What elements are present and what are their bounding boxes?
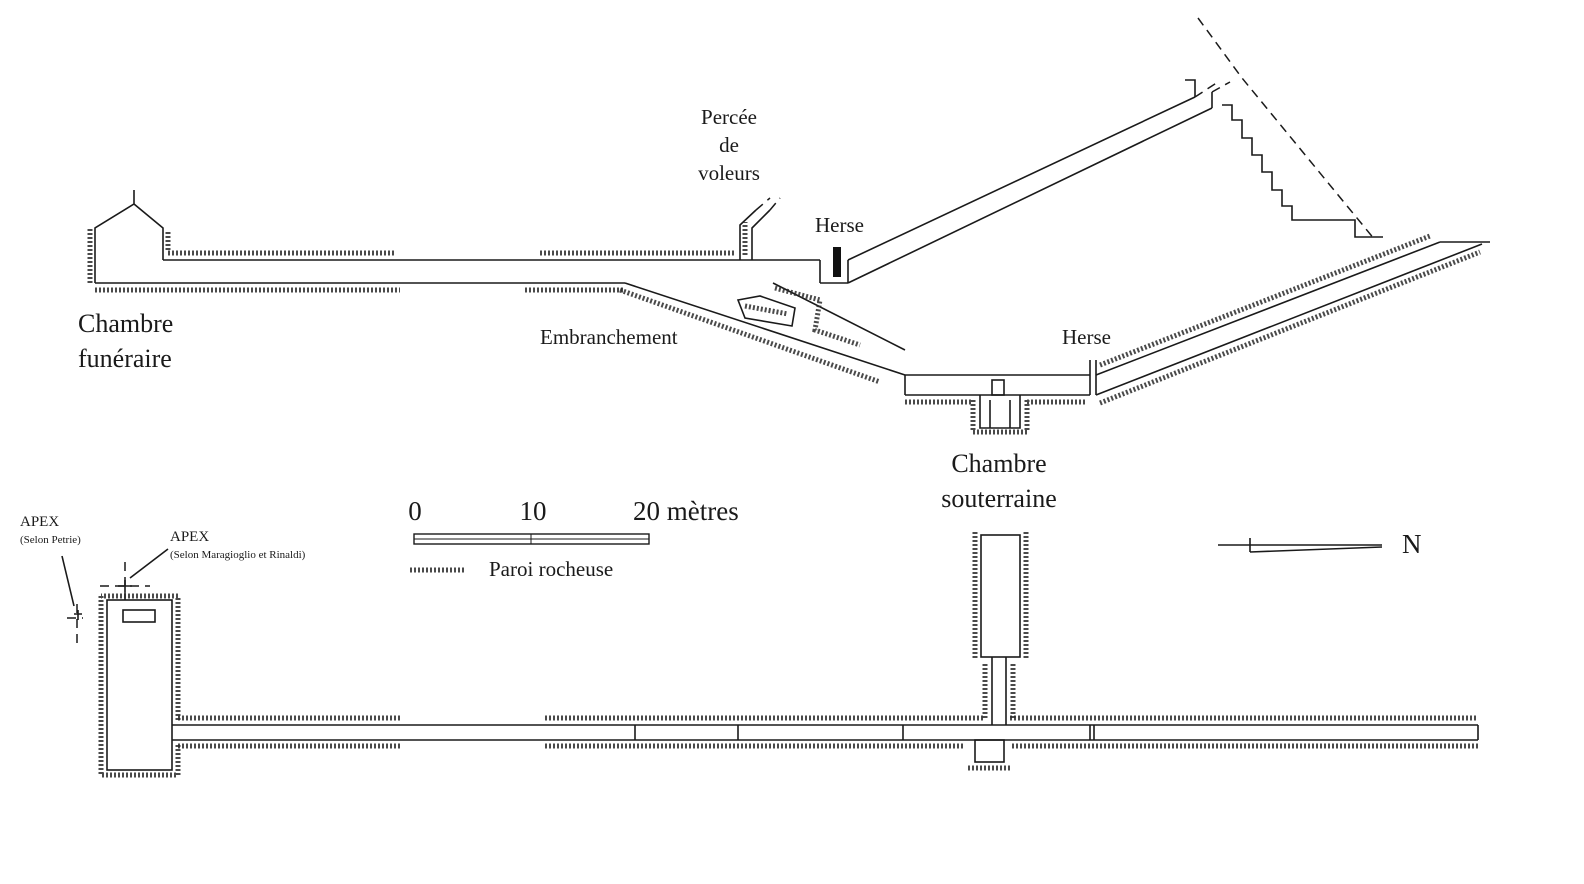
lower-entrance-corridor bbox=[1095, 233, 1490, 406]
thieves-breach bbox=[739, 197, 781, 260]
section-view bbox=[87, 17, 1490, 435]
portcullis-upper-label: Herse bbox=[815, 213, 864, 237]
north-arrow: N bbox=[1218, 529, 1422, 559]
subterranean-chamber-label-line1: Chambre bbox=[951, 449, 1046, 478]
apex-petrie-note: (Selon Petrie) bbox=[20, 534, 81, 546]
north-label: N bbox=[1402, 529, 1422, 559]
portcullis-lower-label: Herse bbox=[1062, 325, 1111, 349]
apex-petrie-label: APEX bbox=[20, 514, 59, 530]
subterranean-chamber-label-line2: souterraine bbox=[941, 484, 1057, 513]
embranchement-block bbox=[736, 295, 796, 327]
scale-tick-20: 20 mètres bbox=[633, 496, 739, 526]
portcullis-block-upper bbox=[833, 247, 841, 277]
thieves-breach-label-line1: Percée bbox=[701, 105, 757, 129]
thieves-breach-label-line3: voleurs bbox=[698, 161, 760, 185]
upper-portcullis-and-ascending-corridor bbox=[819, 79, 1231, 284]
embranchement-label: Embranchement bbox=[540, 325, 678, 349]
casing-steps bbox=[1197, 17, 1383, 241]
upper-horizontal-corridor bbox=[163, 250, 820, 293]
rock-legend: Paroi rocheuse bbox=[410, 557, 613, 581]
burial-chamber-plan bbox=[98, 593, 181, 778]
burial-chamber-label-line2: funéraire bbox=[78, 344, 172, 373]
apex-maragioglio-label: APEX bbox=[170, 529, 209, 545]
scale-tick-0: 0 bbox=[408, 496, 422, 526]
subterranean-chamber-plan bbox=[968, 532, 1029, 771]
descending-corridor-section bbox=[619, 282, 906, 385]
thieves-breach-label-line2: de bbox=[719, 133, 739, 157]
burial-chamber-section bbox=[87, 190, 400, 293]
rock-legend-label: Paroi rocheuse bbox=[489, 557, 613, 581]
scale-tick-10: 10 bbox=[520, 496, 547, 526]
apex-maragioglio-note: (Selon Maragioglio et Rinaldi) bbox=[170, 549, 306, 561]
burial-chamber-label-line1: Chambre bbox=[78, 309, 173, 338]
plan-view: APEX (Selon Petrie) APEX (Selon Maragiog… bbox=[20, 514, 1479, 778]
apex-markers: APEX (Selon Petrie) APEX (Selon Maragiog… bbox=[20, 514, 306, 644]
scale-bar: 0 10 20 mètres bbox=[408, 496, 739, 545]
sarcophagus bbox=[122, 609, 156, 623]
subterranean-chamber-section bbox=[904, 360, 1097, 435]
plan-corridor bbox=[172, 715, 1479, 749]
